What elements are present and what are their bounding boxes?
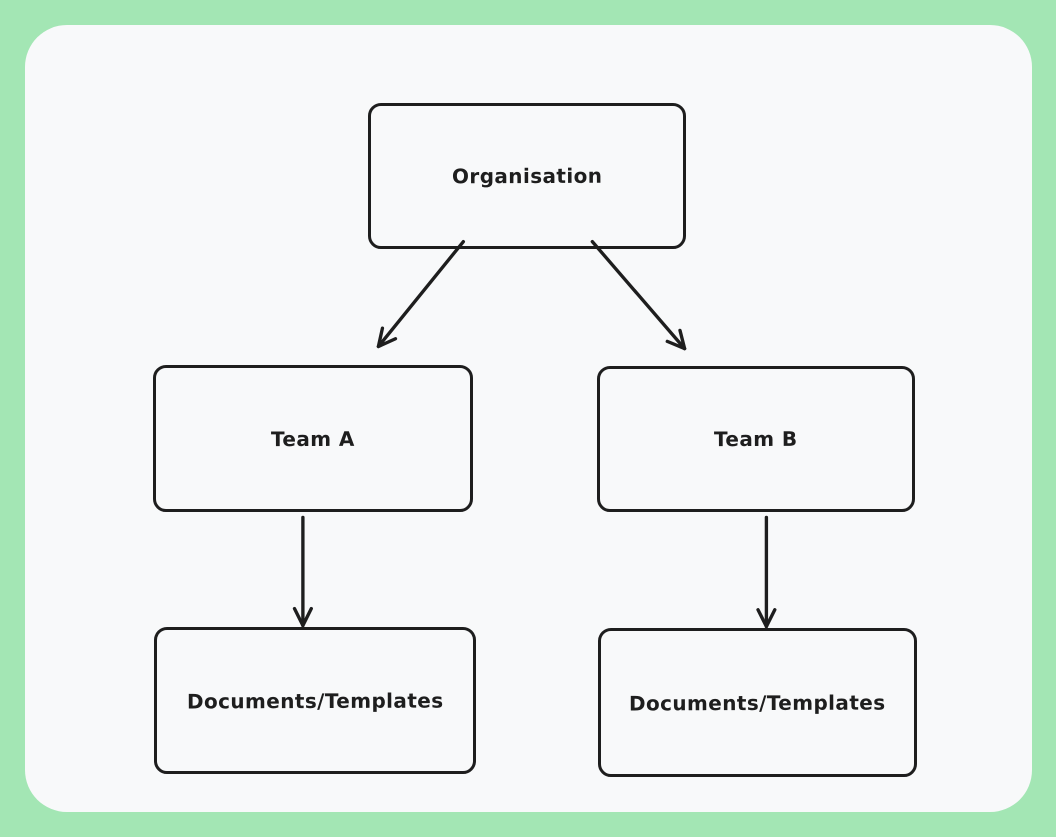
edge-organisation-team-b bbox=[590, 239, 687, 351]
node-documents-templates-b-label: Documents/Templates bbox=[629, 690, 886, 715]
node-documents-templates-a-label: Documents/Templates bbox=[186, 688, 444, 713]
node-documents-templates-b: Documents/Templates bbox=[598, 628, 917, 777]
edge-organisation-team-a bbox=[376, 239, 466, 349]
node-organisation-label: Organisation bbox=[451, 163, 603, 189]
node-team-a-label: Team A bbox=[271, 426, 355, 451]
whiteboard-canvas: Organisation Team A Team B Documents/Tem… bbox=[25, 25, 1032, 812]
node-team-a: Team A bbox=[153, 365, 473, 512]
node-team-b-label: Team B bbox=[714, 426, 798, 452]
node-documents-templates-a: Documents/Templates bbox=[154, 627, 476, 774]
node-organisation: Organisation bbox=[368, 103, 686, 249]
node-team-b: Team B bbox=[597, 366, 915, 512]
